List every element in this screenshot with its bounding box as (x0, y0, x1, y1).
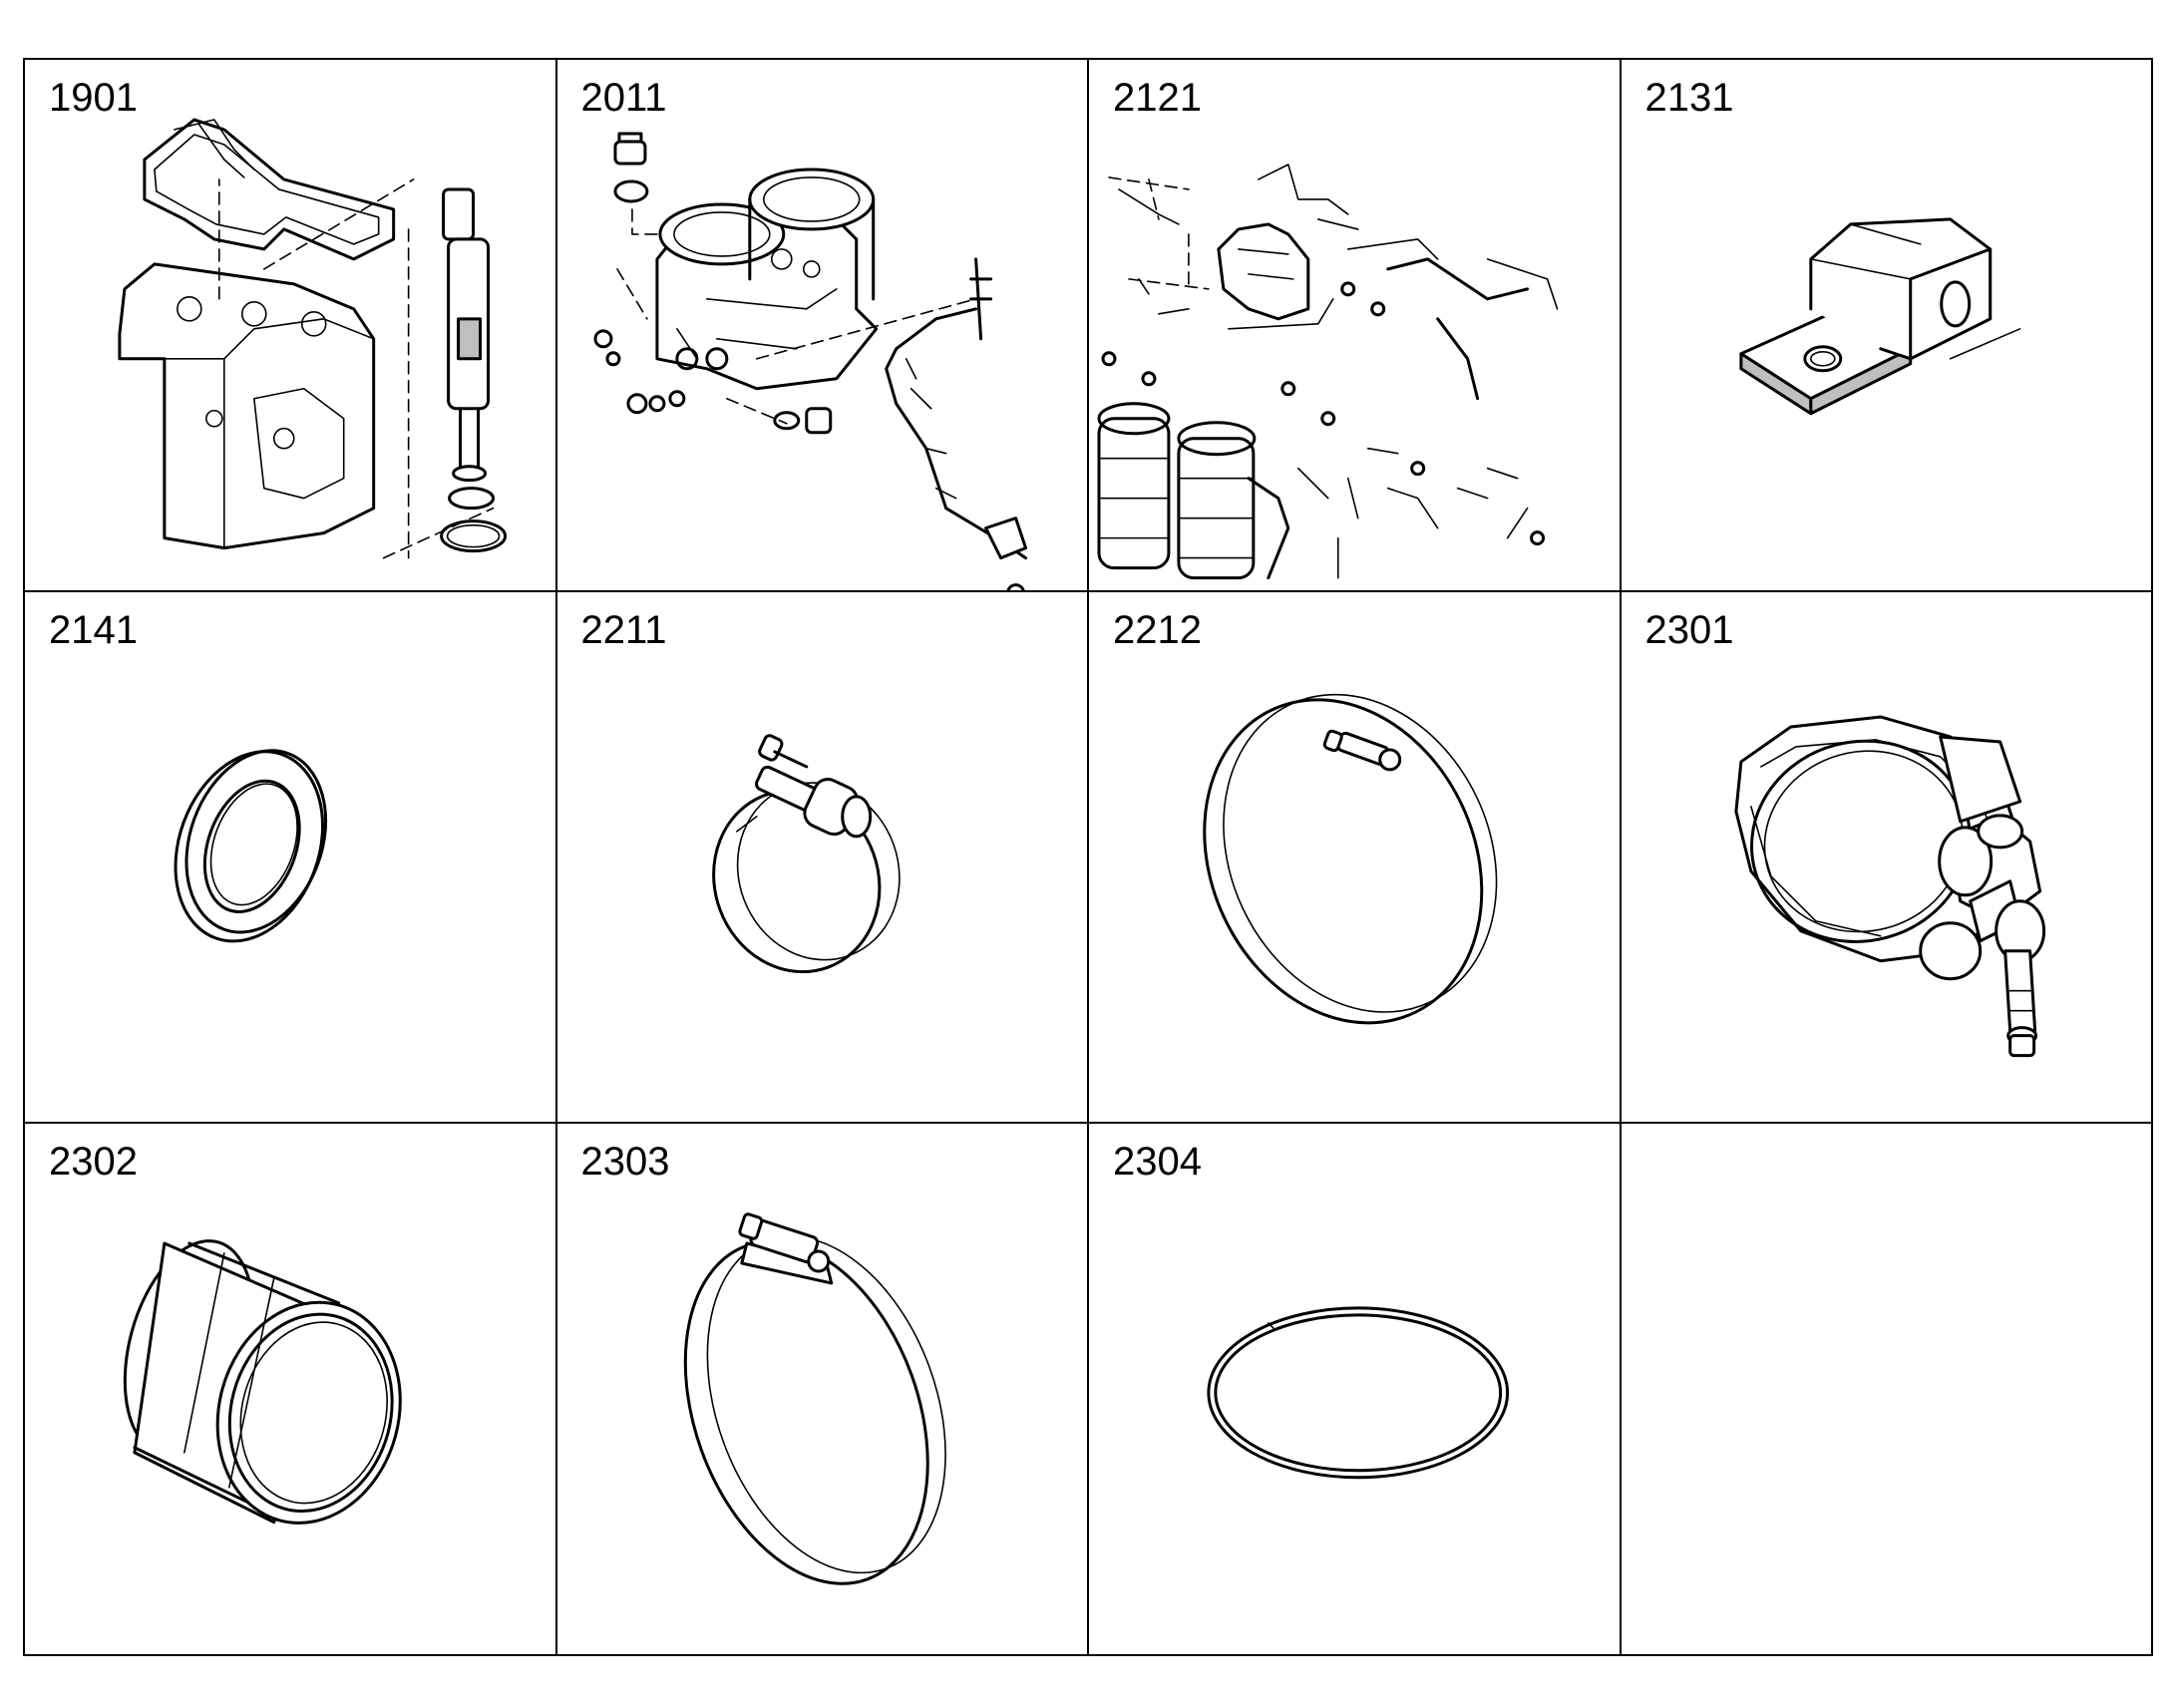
part-cell-2212[interactable]: 2212 (1089, 591, 1622, 1125)
part-number: 2302 (49, 1140, 138, 1185)
part-number: 2212 (1113, 607, 1202, 652)
part-number: 2141 (49, 607, 138, 652)
part-cell-2011[interactable]: 2011 (556, 60, 1089, 592)
sealing-ring-icon (174, 748, 328, 943)
cylinder-head-injector-assembly-icon (118, 118, 508, 559)
bracket-clamp-icon (1738, 217, 2020, 416)
part-cell-2303[interactable]: 2303 (556, 1124, 1089, 1656)
sleeve-icon (123, 1239, 402, 1526)
hose-clamp-small-icon (711, 733, 901, 973)
part-cell-2304[interactable]: 2304 (1089, 1124, 1622, 1656)
part-number: 2301 (1644, 607, 1734, 652)
parts-grid: 1901 2011 (23, 58, 2153, 1656)
worm-drive-clamp-icon (683, 1212, 946, 1586)
part-number: 2011 (580, 76, 667, 120)
v-band-clamp-icon (1733, 715, 2045, 1057)
o-ring-icon (1207, 1306, 1510, 1480)
part-number: 2211 (580, 607, 667, 652)
part-cell-2211[interactable]: 2211 (556, 591, 1089, 1125)
part-cell-2131[interactable]: 2131 (1621, 60, 2153, 592)
part-number: 2304 (1113, 1140, 1202, 1185)
part-number: 2303 (580, 1140, 670, 1185)
part-number: 2131 (1644, 76, 1734, 120)
empty-cell (1621, 1124, 2153, 1656)
part-cell-2302[interactable]: 2302 (25, 1124, 557, 1656)
part-number: 2121 (1113, 76, 1202, 120)
pump-housing-fuel-line-icon (592, 132, 1027, 590)
part-cell-2301[interactable]: 2301 (1621, 591, 2153, 1125)
part-cell-1901[interactable]: 1901 (25, 60, 557, 592)
part-number: 1901 (49, 76, 138, 120)
hose-clamp-large-icon (1203, 693, 1498, 1024)
part-cell-2141[interactable]: 2141 (25, 591, 557, 1125)
fuel-filter-lines-assembly-icon (1097, 164, 1559, 580)
part-cell-2121[interactable]: 2121 (1089, 60, 1622, 592)
